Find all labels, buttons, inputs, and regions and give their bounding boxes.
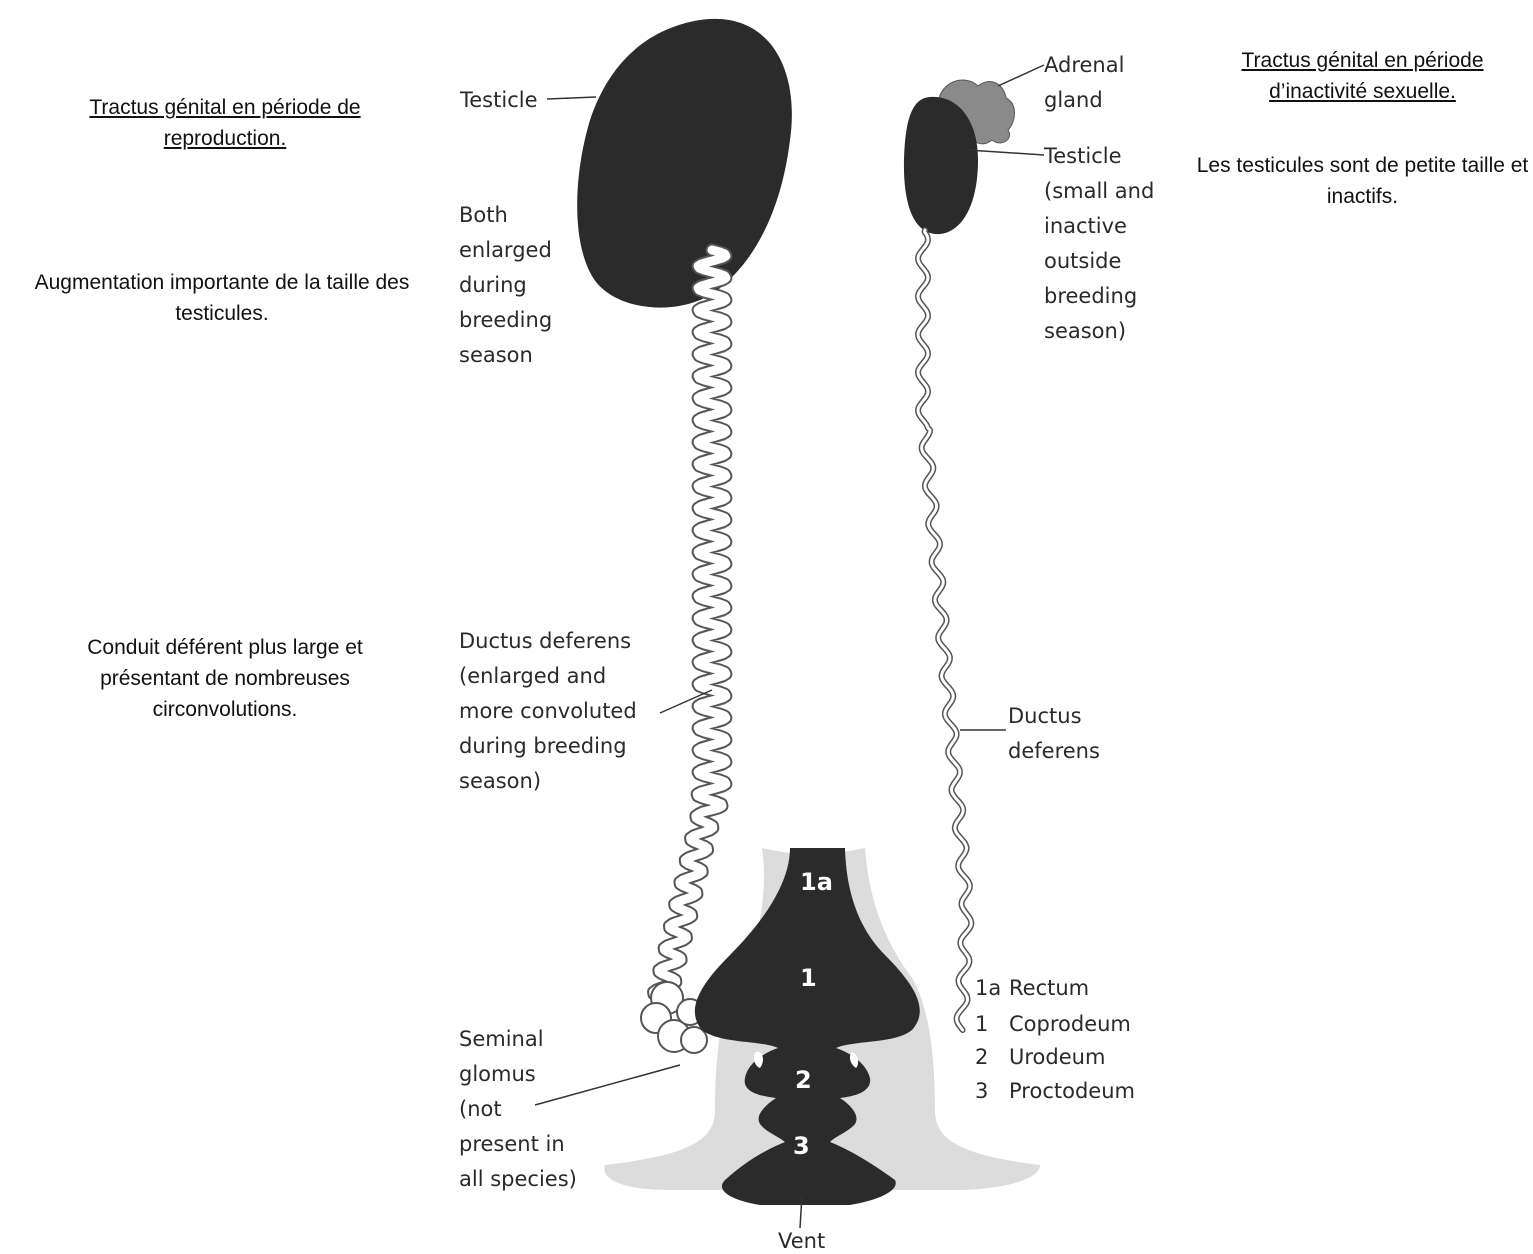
label-testicle-right: Testicle (small and inactive outside bre… [1043,144,1154,343]
svg-text:(small and: (small and [1044,179,1154,203]
legend-name-urodeum: Urodeum [1009,1045,1105,1069]
svg-text:present in: present in [459,1132,565,1156]
svg-text:Adrenal: Adrenal [1044,53,1124,77]
svg-text:gland: gland [1044,88,1103,112]
svg-text:season): season) [1044,319,1126,343]
legend-num-1a: 1a [975,976,1001,1000]
left-testicle [577,19,792,308]
legend-name-proctodeum: Proctodeum [1009,1079,1135,1103]
svg-text:enlarged: enlarged [459,238,552,262]
legend-num-3: 3 [975,1079,988,1103]
legend-name-coprodeum: Coprodeum [1009,1012,1131,1036]
cloaca-label-1a: 1a [800,868,833,896]
svg-text:Seminal: Seminal [459,1027,544,1051]
svg-text:Both: Both [459,203,508,227]
svg-text:season): season) [459,769,541,793]
svg-text:glomus: glomus [459,1062,536,1086]
svg-text:Ductus: Ductus [1008,704,1082,728]
label-ductus-left: Ductus deferens (enlarged and more convo… [459,629,637,793]
svg-text:Ductus deferens: Ductus deferens [459,629,631,653]
label-testicle-left: Testicle [459,88,538,112]
svg-text:season: season [459,343,533,367]
svg-text:breeding: breeding [1044,284,1137,308]
svg-text:during breeding: during breeding [459,734,627,758]
svg-text:(enlarged and: (enlarged and [459,664,606,688]
svg-text:inactive: inactive [1044,214,1127,238]
cloaca-label-2: 2 [795,1066,812,1094]
legend-num-1: 1 [975,1012,988,1036]
svg-text:Testicle: Testicle [1043,144,1122,168]
label-adrenal-gland: Adrenal gland [1044,53,1124,112]
svg-text:more convoluted: more convoluted [459,699,637,723]
svg-text:breeding: breeding [459,308,552,332]
cloaca-label-1: 1 [800,964,817,992]
label-ductus-right: Ductus deferens [1008,704,1100,763]
right-testicle [904,97,978,234]
label-both-enlarged: Both enlarged during breeding season [459,203,552,367]
svg-text:all species): all species) [459,1167,577,1191]
svg-text:during: during [459,273,527,297]
cloaca-label-3: 3 [793,1132,810,1160]
label-vent: Vent [778,1229,825,1253]
label-seminal-glomus: Seminal glomus (not present in all speci… [459,1027,577,1191]
legend-name-rectum: Rectum [1009,976,1089,1000]
svg-text:outside: outside [1044,249,1121,273]
cloaca-legend: 1a Rectum 1 Coprodeum 2 Urodeum 3 Procto… [975,976,1135,1103]
left-ductus-lumen [654,250,726,1000]
svg-text:(not: (not [459,1097,502,1121]
legend-num-2: 2 [975,1045,988,1069]
svg-text:deferens: deferens [1008,739,1100,763]
